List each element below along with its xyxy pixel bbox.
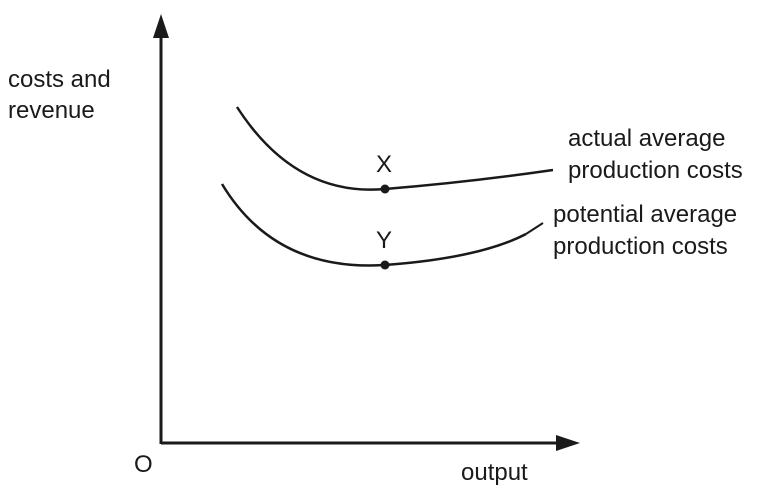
leader-line-potential bbox=[525, 222, 544, 235]
series-label-potential-line-2: production costs bbox=[553, 233, 728, 260]
point-x-dot bbox=[380, 184, 390, 194]
origin-label: O bbox=[134, 451, 153, 478]
x-axis-label: output bbox=[461, 459, 528, 485]
point-y-dot bbox=[380, 260, 390, 270]
series-label-actual-line-2: production costs bbox=[568, 157, 743, 184]
point-x-label: X bbox=[376, 151, 392, 178]
series-label-potential-line-1: potential average bbox=[553, 201, 737, 228]
y-axis-label-line-2: revenue bbox=[8, 97, 95, 124]
curve-potential-average-production-costs bbox=[220, 183, 527, 267]
point-y-label: Y bbox=[376, 227, 392, 254]
y-axis-arrowhead bbox=[153, 14, 169, 38]
curve-actual-average-production-costs bbox=[235, 106, 554, 191]
y-axis-label-line-1: costs and bbox=[8, 66, 111, 93]
x-axis-arrowhead bbox=[556, 435, 580, 451]
series-label-actual-line-1: actual average bbox=[568, 125, 725, 152]
